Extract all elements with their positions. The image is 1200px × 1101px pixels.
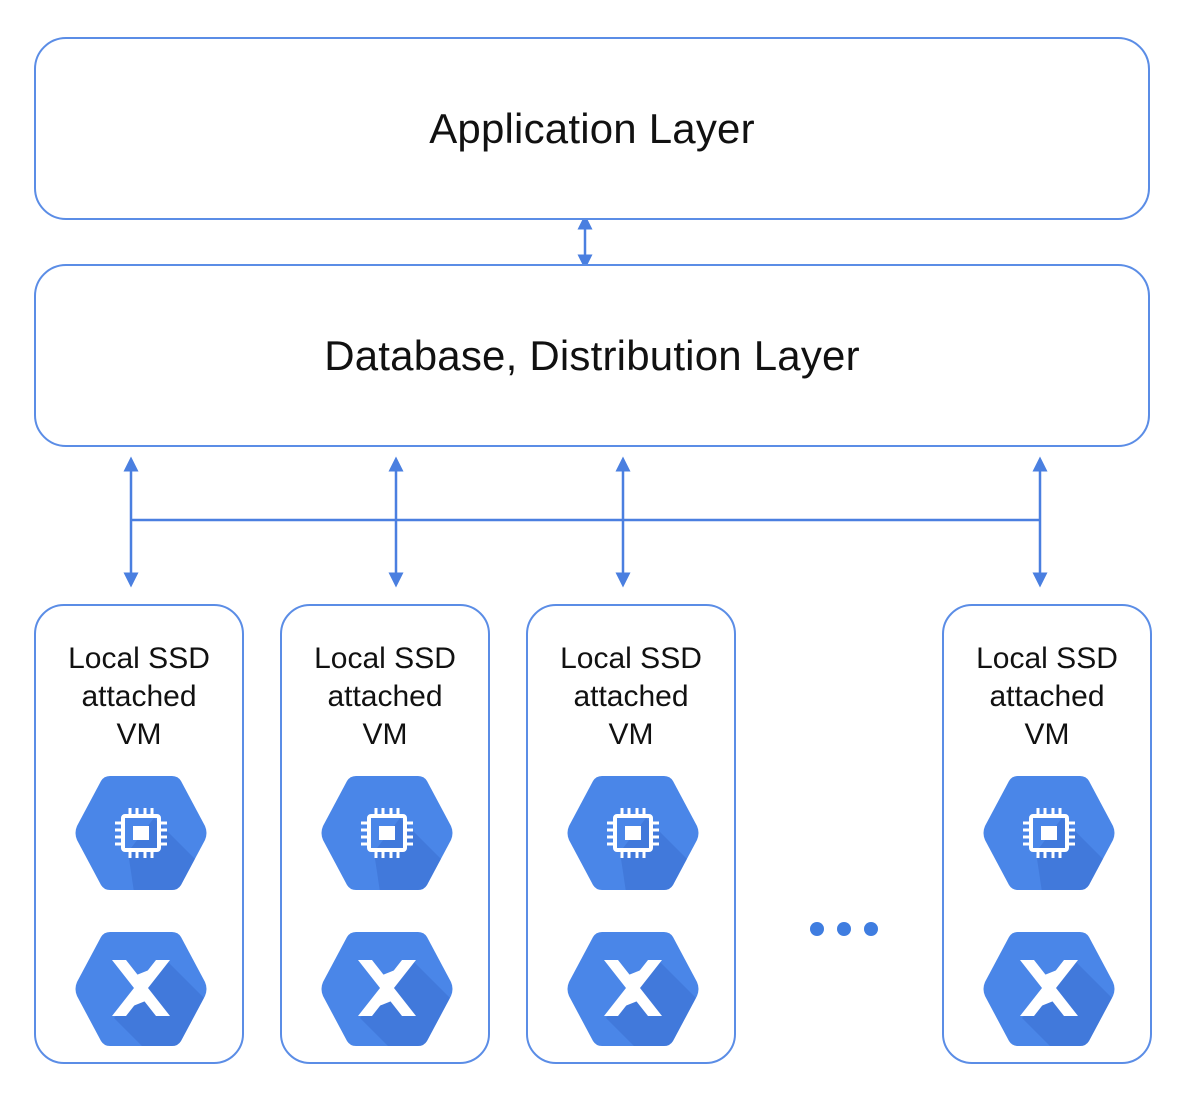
- database-layer-box: Database, Distribution Layer: [34, 264, 1150, 447]
- vm-box-3: Local SSD attached VM: [526, 604, 736, 1064]
- vm-label: Local SSD attached VM: [314, 642, 456, 751]
- vm-label: Local SSD attached VM: [560, 642, 702, 751]
- interconnect-icon: [320, 930, 454, 1048]
- application-layer-box: Application Layer: [34, 37, 1150, 220]
- compute-engine-cpu-icon: [982, 774, 1116, 892]
- vm-label: Local SSD attached VM: [68, 642, 210, 751]
- ellipsis-dot: [810, 922, 824, 936]
- ellipsis-dot: [864, 922, 878, 936]
- vm-box-4: Local SSD attached VM: [942, 604, 1152, 1064]
- compute-engine-cpu-icon: [74, 774, 208, 892]
- database-layer-label: Database, Distribution Layer: [324, 331, 860, 379]
- interconnect-icon: [74, 930, 208, 1048]
- interconnect-icon: [982, 930, 1116, 1048]
- interconnect-icon: [566, 930, 700, 1048]
- compute-engine-cpu-icon: [320, 774, 454, 892]
- vm-box-1: Local SSD attached VM: [34, 604, 244, 1064]
- vm-box-2: Local SSD attached VM: [280, 604, 490, 1064]
- ellipsis-dot: [837, 922, 851, 936]
- compute-engine-cpu-icon: [566, 774, 700, 892]
- application-layer-label: Application Layer: [429, 104, 755, 152]
- vm-label: Local SSD attached VM: [976, 642, 1118, 751]
